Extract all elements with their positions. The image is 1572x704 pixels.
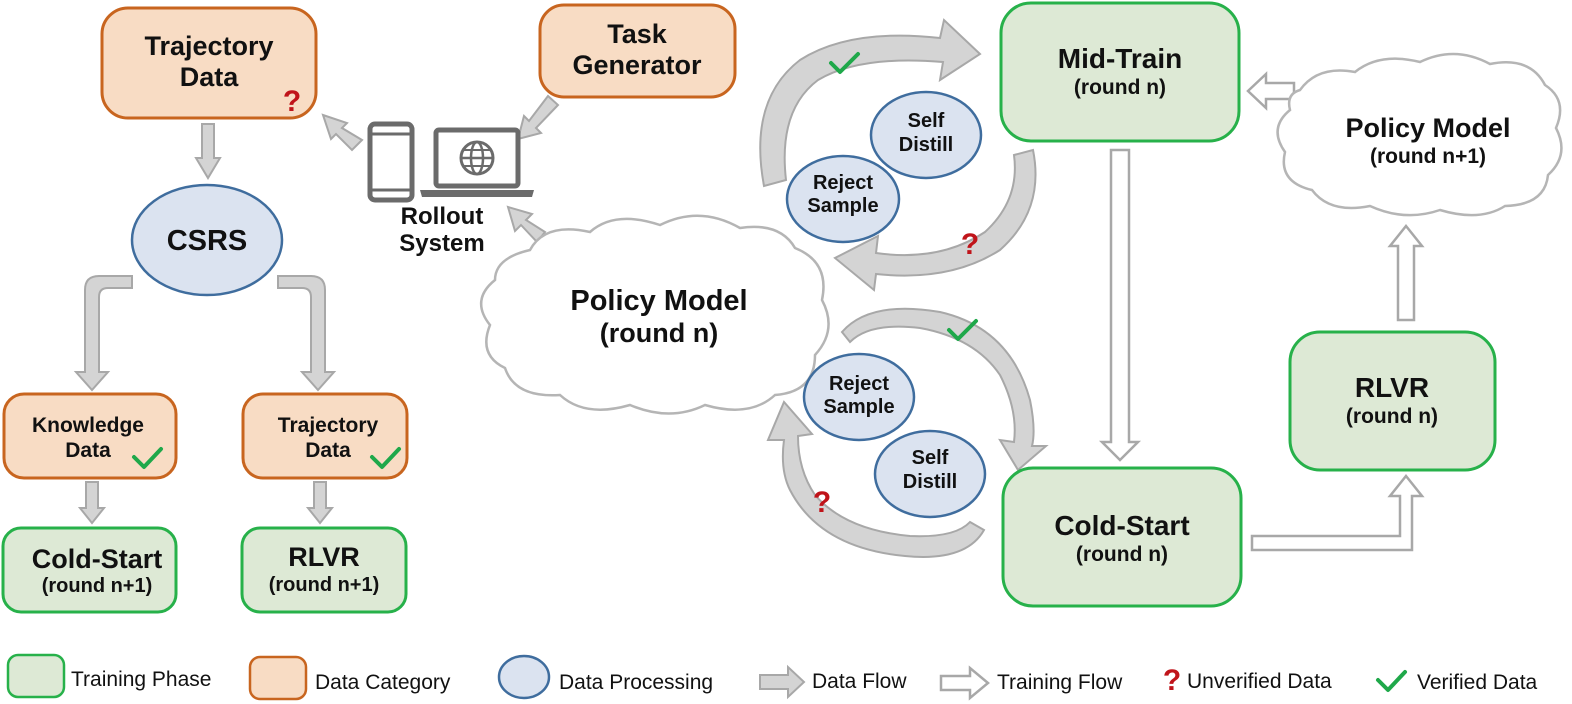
round-label: (round n): [1346, 405, 1438, 428]
question-icon: ?: [1163, 664, 1181, 697]
round-label: (round n+1): [42, 575, 153, 597]
data-flow-arrow: [321, 113, 364, 152]
question-icon: ?: [961, 228, 979, 261]
legend-label: Data Category: [315, 671, 451, 694]
check-icon: [1376, 670, 1407, 692]
legend-label: Unverified Data: [1187, 670, 1332, 693]
check-icon: [132, 447, 163, 469]
task-generator-label: Task: [607, 19, 668, 49]
trajectory-data-label: Trajectory: [278, 414, 379, 437]
self-distill-label: Distill: [899, 134, 953, 156]
data-flow-arrow: [833, 148, 1037, 292]
rollout-system-label: Rollout: [401, 203, 484, 230]
trajectory-data-label: Data: [180, 62, 240, 92]
legend-label: Training Phase: [71, 668, 211, 691]
legend: Training Phase Data Category Data Proces…: [6, 653, 1538, 701]
mid-train-box: Mid-Train (round n): [999, 1, 1241, 143]
policy-model-cloud: Policy Model (round n): [480, 214, 830, 415]
reject-sample-node-bottom: Reject Sample: [802, 352, 916, 442]
cold-start-label: Cold-Start: [1054, 510, 1189, 541]
legend-data-category: Data Category: [248, 655, 451, 701]
policy-model-next-cloud: Policy Model (round n+1): [1276, 52, 1563, 217]
trajectory-data-box-bottom: Trajectory Data: [241, 392, 409, 480]
legend-label: Data Processing: [559, 671, 713, 694]
data-flow-arrow: [759, 18, 982, 188]
laptop-globe-icon: [420, 127, 534, 197]
training-flow-arrow: [1098, 148, 1142, 462]
legend-label: Data Flow: [812, 670, 907, 693]
trajectory-data-label: Data: [305, 439, 351, 462]
round-label: (round n+1): [269, 574, 380, 596]
data-flow-arrow: [194, 123, 222, 180]
self-distill-label: Self: [908, 110, 945, 132]
cold-start-label: Cold-Start: [32, 544, 163, 574]
round-label: (round n): [600, 318, 718, 348]
knowledge-data-label: Knowledge: [32, 414, 144, 437]
reject-sample-node-top: Reject Sample: [785, 154, 901, 244]
rlvr-box: RLVR (round n): [1288, 330, 1497, 472]
check-icon: [829, 52, 860, 74]
csrs-node: CSRS: [130, 183, 284, 297]
task-generator-box: Task Generator: [538, 3, 737, 99]
cloud-icon: [1276, 52, 1563, 217]
self-distill-label: Distill: [903, 471, 957, 493]
legend-data-processing: Data Processing: [497, 654, 713, 700]
training-flow-arrow: [939, 665, 990, 701]
cold-start-next-box: Cold-Start (round n+1): [1, 526, 178, 614]
training-flow-arrow: [1387, 223, 1425, 322]
legend-training-flow: Training Flow: [939, 665, 1123, 701]
rollout-system-label: System: [399, 230, 484, 257]
question-icon: ?: [283, 85, 301, 118]
trajectory-data-label: Trajectory: [144, 31, 273, 61]
policy-model-label: Policy Model: [570, 285, 747, 317]
self-distill-node-top: Self Distill: [869, 90, 983, 180]
task-generator-label: Generator: [572, 50, 702, 80]
training-flow-arrow: [1250, 473, 1425, 552]
self-distill-node-bottom: Self Distill: [873, 429, 987, 519]
reject-sample-label: Sample: [807, 195, 878, 217]
round-label: (round n): [1074, 76, 1166, 99]
question-icon: ?: [813, 486, 831, 519]
csrs-label: CSRS: [167, 225, 248, 257]
legend-label: Training Flow: [997, 671, 1123, 694]
knowledge-data-box: Knowledge Data: [2, 392, 178, 480]
reject-sample-label: Reject: [829, 373, 889, 395]
round-label: (round n): [1076, 543, 1168, 566]
mid-train-label: Mid-Train: [1058, 43, 1182, 74]
data-flow-arrow: [840, 307, 1049, 472]
cloud-icon: [480, 214, 830, 415]
knowledge-data-label: Data: [65, 439, 111, 462]
data-flow-arrow: [77, 481, 107, 525]
cold-start-box: Cold-Start (round n): [1001, 466, 1243, 608]
data-flow-arrow: [759, 664, 806, 700]
check-icon: [370, 447, 401, 469]
phone-icon: [367, 121, 415, 203]
self-distill-label: Self: [912, 447, 949, 469]
data-flow-arrow: [516, 94, 560, 141]
legend-unverified-data: ? Unverified Data: [1163, 664, 1332, 697]
trajectory-data-box-top: Trajectory Data ?: [100, 6, 318, 120]
policy-model-label: Policy Model: [1345, 113, 1510, 143]
data-flow-arrow: [305, 481, 335, 525]
reject-sample-label: Reject: [813, 172, 873, 194]
round-label: (round n+1): [1370, 145, 1486, 168]
data-flow-arrow: [277, 275, 337, 392]
data-flow-arrow: [766, 400, 986, 558]
training-flow-arrow: [1246, 71, 1296, 111]
data-flow-arrow: [506, 205, 547, 244]
rlvr-next-box: RLVR (round n+1): [240, 526, 408, 614]
rlvr-label: RLVR: [288, 542, 360, 572]
legend-verified-data: Verified Data: [1376, 670, 1538, 694]
legend-label: Verified Data: [1417, 671, 1538, 694]
legend-data-flow: Data Flow: [759, 664, 907, 700]
legend-training-phase: Training Phase: [6, 653, 211, 699]
check-icon: [947, 319, 978, 341]
rlvr-label: RLVR: [1355, 372, 1429, 403]
data-flow-arrow: [73, 275, 133, 392]
reject-sample-label: Sample: [823, 396, 894, 418]
